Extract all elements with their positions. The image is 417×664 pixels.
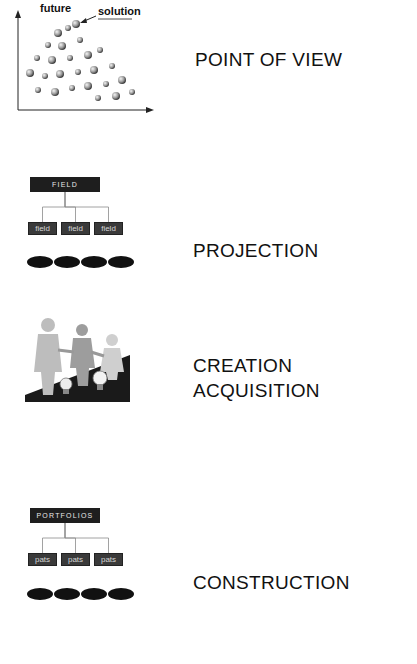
bubble [84, 51, 92, 59]
ellipse [81, 588, 107, 600]
bubble [42, 73, 48, 79]
field-box: field [94, 222, 123, 235]
person-body [70, 338, 95, 386]
bubble [51, 88, 59, 96]
tree-connector [43, 523, 66, 553]
leader-head [80, 18, 87, 23]
bubble [45, 42, 51, 48]
bubble [112, 92, 120, 100]
bubble [56, 70, 64, 78]
person-head [106, 334, 118, 346]
box-text: field [101, 224, 116, 233]
box-text: field [35, 224, 50, 233]
bubble [34, 55, 40, 61]
ellipse [108, 256, 134, 268]
bubble [72, 20, 80, 28]
bubble [129, 89, 135, 95]
header-bar: PORTFOLIOS [30, 508, 100, 523]
connector-line [43, 192, 66, 222]
bubble [58, 42, 66, 50]
header-bar: FIELD [30, 177, 100, 192]
stage-title: PROJECTION [193, 238, 393, 263]
bubble [95, 95, 101, 101]
box-text: field [68, 224, 83, 233]
tree-connector [65, 523, 109, 553]
person-head [41, 318, 55, 332]
ellipse [81, 256, 107, 268]
bubble [65, 25, 71, 31]
bubble [77, 37, 83, 43]
axis-label: future [40, 2, 71, 14]
box-text: PORTFOLIOS [37, 512, 94, 519]
connector-line [65, 523, 109, 553]
hand-link [91, 352, 104, 356]
connector-line [65, 192, 109, 222]
bubble [90, 66, 98, 74]
hand-link [58, 350, 74, 352]
bubble [35, 87, 41, 93]
tree-connector [65, 192, 109, 222]
bubble [118, 76, 126, 84]
bulb-base [97, 384, 103, 390]
stage-title: CONSTRUCTION [193, 570, 393, 595]
portfolio-box: pats [94, 553, 123, 566]
stage-title: CREATION ACQUISITION [193, 353, 333, 403]
bubble [26, 69, 34, 77]
bulb-base [63, 389, 69, 394]
bubble [84, 82, 92, 90]
ellipse [54, 588, 80, 600]
people-group [34, 318, 124, 395]
ellipse [27, 588, 53, 600]
bubble [75, 69, 81, 75]
bubble-cloud [26, 20, 135, 101]
bulb [60, 378, 72, 390]
stage-title: POINT OF VIEW [195, 47, 395, 72]
field-box: field [28, 222, 57, 235]
person-head [76, 324, 88, 336]
ellipse [54, 256, 80, 268]
box-text: pats [35, 555, 50, 564]
ellipse-row [27, 588, 134, 600]
connector-line [43, 523, 66, 553]
bubble [54, 29, 62, 37]
bubble [97, 47, 103, 53]
bubble [109, 63, 115, 69]
bulb [93, 371, 107, 385]
ellipse [27, 256, 53, 268]
person-body [34, 334, 62, 395]
bubble [48, 56, 56, 64]
underline [98, 19, 132, 20]
bubble [67, 55, 73, 61]
field-box: field [61, 222, 90, 235]
ellipse-row [27, 256, 134, 268]
pointer-label: solution [98, 5, 141, 17]
bubble [103, 81, 109, 87]
box-text: FIELD [52, 181, 78, 188]
bulbs [60, 371, 107, 394]
tree-connector [43, 192, 66, 222]
bubble [69, 85, 75, 91]
portfolio-box: pats [28, 553, 57, 566]
y-axis [18, 14, 19, 110]
axis-head [15, 10, 21, 18]
ellipse [108, 588, 134, 600]
x-axis [18, 110, 150, 111]
box-text: pats [101, 555, 116, 564]
box-text: pats [68, 555, 83, 564]
portfolio-box: pats [61, 553, 90, 566]
axis-head [146, 107, 154, 113]
